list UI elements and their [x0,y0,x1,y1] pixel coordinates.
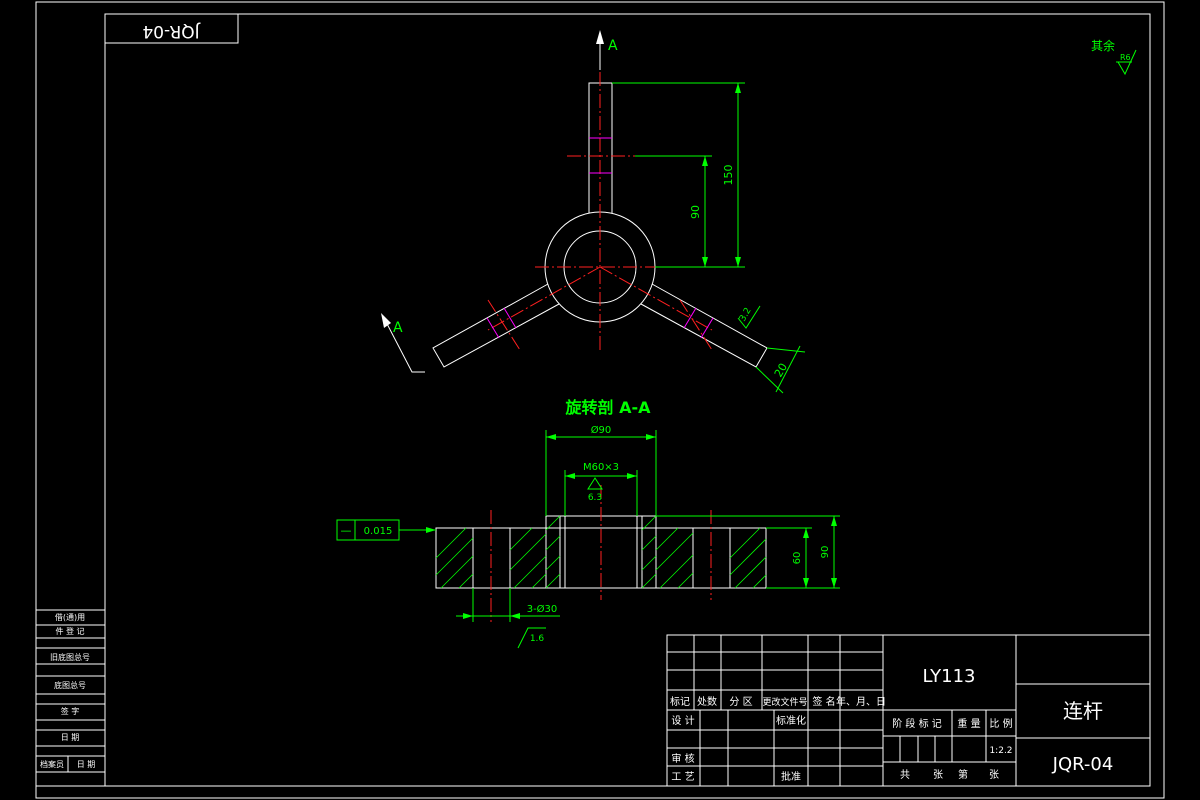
roughness-note-value: R6 [1120,53,1131,62]
section-title: 旋转剖 A-A [565,398,652,417]
hdr-3: 分 区 [729,696,752,708]
code-box-text: JQR-04 [142,21,200,41]
strip-8: 日 期 [77,760,96,769]
sheet-unit2-label: 张 [989,769,999,781]
title-material: LY113 [923,666,976,687]
dim-60: 60 [792,552,803,565]
dim-90-side: 90 [820,546,831,559]
outer-frame [35,1,1165,799]
standardize-label: 标准化 [776,714,806,727]
roughness-63: 6.3 [588,493,602,503]
hatching [435,515,767,589]
process-label: 工 艺 [671,771,694,783]
hdr-5: 签 名 [812,695,835,708]
hdr-2: 处数 [697,695,717,708]
dim-150: 150 [722,165,735,186]
title-part-name: 连杆 [1063,699,1103,723]
dim-holes: 3-Ø30 [527,603,558,615]
approve-label: 批准 [781,770,801,783]
strip-5: 签 字 [61,706,80,716]
inner-frame [104,13,1151,787]
tolerance-symbol: — [341,524,352,537]
strip-6: 日 期 [61,733,80,742]
hdr-4: 更改文件号 [762,696,807,708]
dim-20: 20 [772,361,790,380]
left-strip: 借(通)用 件 登 记 旧底图总号 底图总号 签 字 日 期 档案员 日 期 [36,609,105,787]
sheets-total-label: 共 [900,769,910,781]
strip-2: 件 登 记 [55,626,84,636]
arm-left [432,283,560,368]
roughness-16: 1.6 [530,634,545,644]
hdr-1: 标记 [670,696,690,708]
strip-4: 底图总号 [54,680,86,690]
strip-1: 借(通)用 [55,612,85,622]
roughness-note-label: 其余 [1091,38,1115,53]
roughness-32: 3.2 [738,306,754,323]
weight-label: 重 量 [957,717,980,730]
strip-7: 档案员 [40,759,64,769]
title-drawing-no: JQR-04 [1052,754,1114,775]
dim-90-top: 90 [689,205,702,219]
hdr-6: 年、月、日 [836,695,886,708]
stage-mark-label: 阶 段 标 记 [892,717,942,730]
section-mark-top: A [608,38,618,54]
dim-dia90: Ø90 [591,424,612,436]
strip-3: 旧底图总号 [50,652,90,662]
title-block: LY113 连杆 JQR-04 标记 处数 分 区 更改文件号 签 名 年、月、… [666,634,1151,787]
scale-value: 1:2.2 [989,746,1012,756]
roughness-symbol [1117,49,1137,76]
dim-thread: M60×3 [583,462,619,473]
section-mark-left: A [393,320,403,336]
review-label: 审 核 [671,752,694,765]
code-box [104,13,239,44]
tolerance-value: 0.015 [364,526,393,537]
scale-label: 比 例 [989,717,1012,730]
arm-right [640,283,768,368]
sheets-unit-label: 张 [933,769,943,781]
design-label: 设 计 [671,714,694,727]
sheet-no-label: 第 [958,768,968,781]
